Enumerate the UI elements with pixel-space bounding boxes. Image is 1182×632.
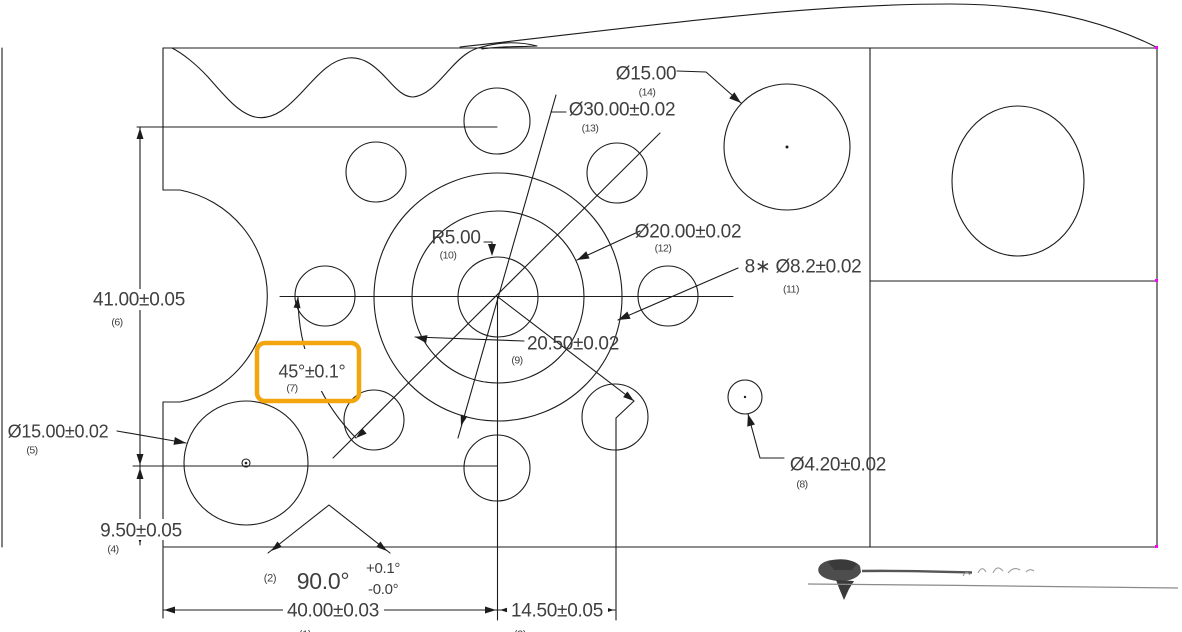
dim-arrow xyxy=(164,606,175,614)
large-hole-top-right xyxy=(723,83,851,211)
center-mark-bottom-left-hole xyxy=(241,458,251,468)
part-outline xyxy=(1,3,1158,554)
leader-arrow xyxy=(747,414,755,427)
center-dot-small-hole xyxy=(743,395,747,399)
dim-arrow xyxy=(623,391,634,401)
label-mask xyxy=(283,600,384,620)
center-dot-bottom-left-hole xyxy=(244,461,248,465)
smudge-long-line xyxy=(807,583,1179,589)
dim-arrow xyxy=(460,414,468,426)
dim-label-2050: 20.50±0.02 xyxy=(527,334,619,355)
leader-dia15-top xyxy=(676,70,742,104)
hole-pattern xyxy=(183,83,851,526)
dim-label-dia20: Ø20.00±0.02 xyxy=(635,222,741,243)
dim-label-dia15-top: Ø15.00 xyxy=(616,64,677,85)
leader-arrow xyxy=(173,436,186,445)
dim-tag-5: (5) xyxy=(26,445,37,457)
dimension-labels: Ø15.00 (14) Ø30.00±0.02 (13) Ø20.00±0.02… xyxy=(8,64,887,632)
dim-tag-3-clipped: (3) xyxy=(514,629,527,632)
bolt-hole-top-right xyxy=(586,142,648,204)
small-hole-right xyxy=(727,379,763,415)
dim-arrow xyxy=(485,606,496,614)
leader-8x-dia82 xyxy=(617,267,739,321)
smudge-blob-core xyxy=(828,559,857,570)
faint-scribble xyxy=(962,567,1035,577)
dim-arrow xyxy=(136,454,144,465)
top-spline-sliver xyxy=(481,42,538,50)
label-mask xyxy=(92,289,187,310)
dim-arrow xyxy=(271,541,282,551)
dim-tag-12: (12) xyxy=(655,243,672,255)
dim-tag-11: (11) xyxy=(783,284,799,296)
dim-tag-6: (6) xyxy=(111,317,122,329)
leader-dia420 xyxy=(747,413,785,459)
large-hole-bottom-left xyxy=(183,400,309,526)
dim-tag-8: (8) xyxy=(796,479,807,491)
smudge-shank-line xyxy=(861,569,973,574)
dim-arrow xyxy=(356,428,367,438)
dim-label-90deg: 90.0° xyxy=(297,568,349,594)
center-lines xyxy=(279,94,734,621)
dim-tag-9: (9) xyxy=(511,355,522,367)
dim-label-90deg-minus-tol: -0.0° xyxy=(368,581,399,598)
dim-tag-7: (7) xyxy=(286,383,297,395)
dim-label-dia30: Ø30.00±0.02 xyxy=(569,100,675,121)
dim-label-r5: R5.00 xyxy=(431,228,480,249)
left-edge-scallop-cutout xyxy=(162,189,268,403)
leader-arrow xyxy=(415,335,428,344)
smudge-tail xyxy=(836,580,854,600)
dim-tag-13: (13) xyxy=(582,123,599,135)
dim-tag-2: (2) xyxy=(264,573,277,585)
plot-marker-dot xyxy=(1155,46,1158,49)
dim-label-40: 40.00±0.03 xyxy=(287,601,379,622)
dim-tag-4: (4) xyxy=(107,544,118,556)
dim-arrow xyxy=(136,468,144,479)
spoke-74deg-dia30-leader xyxy=(457,94,557,439)
leader-arrow xyxy=(618,311,631,320)
highlight-box xyxy=(254,340,362,404)
dim-tag-1-clipped: (1) xyxy=(299,629,312,632)
label-mask xyxy=(95,519,188,540)
dim-label-dia420: Ø4.20±0.02 xyxy=(790,455,886,476)
leader-lines xyxy=(116,70,785,459)
leader-arrow xyxy=(729,92,741,103)
dim-arrow xyxy=(376,541,387,551)
right-panel-ellipse-hole xyxy=(951,105,1085,257)
dim-label-950: 9.50±0.05 xyxy=(100,521,182,542)
leader-arrow xyxy=(488,244,496,256)
radial-2050-elbow xyxy=(615,400,635,419)
leader-arrow xyxy=(577,251,590,260)
plot-marker-dot xyxy=(1155,545,1158,548)
dim-arrow xyxy=(136,128,144,139)
smudge-artifact xyxy=(807,559,1179,600)
dim-arrow xyxy=(293,297,301,309)
dim-label-90deg-plus-tol: +0.1° xyxy=(366,560,400,577)
spoke-45deg xyxy=(332,132,661,459)
top-wavy-spline xyxy=(171,46,483,119)
top-long-curve xyxy=(459,3,1157,48)
bolt-hole-bottom-right xyxy=(581,383,649,451)
spoke-radial-2050 xyxy=(497,296,635,402)
dim-label-1450: 14.50±0.05 xyxy=(511,601,603,622)
label-mask xyxy=(507,600,608,620)
dim-label-8x-dia82: 8∗ Ø8.2±0.02 xyxy=(745,257,862,278)
leader-2050 xyxy=(414,336,525,342)
dim-label-41: 41.00±0.05 xyxy=(93,290,185,311)
center-dot-top-right-hole xyxy=(785,145,789,149)
dim-tag-14: (14) xyxy=(639,87,656,99)
highlight-box-fill xyxy=(262,349,358,391)
dim-label-dia15-bottom: Ø15.00±0.02 xyxy=(8,422,109,442)
v-notch xyxy=(267,504,391,554)
plot-marker-dot xyxy=(1155,279,1158,282)
bolt-hole-top-left xyxy=(345,141,407,203)
dim-tag-10: (10) xyxy=(440,250,457,262)
bolt-hole-bottom-left xyxy=(343,389,405,451)
bolt-hole-top xyxy=(463,87,531,155)
dim-label-45deg-highlighted: 45°±0.1° xyxy=(279,362,346,382)
